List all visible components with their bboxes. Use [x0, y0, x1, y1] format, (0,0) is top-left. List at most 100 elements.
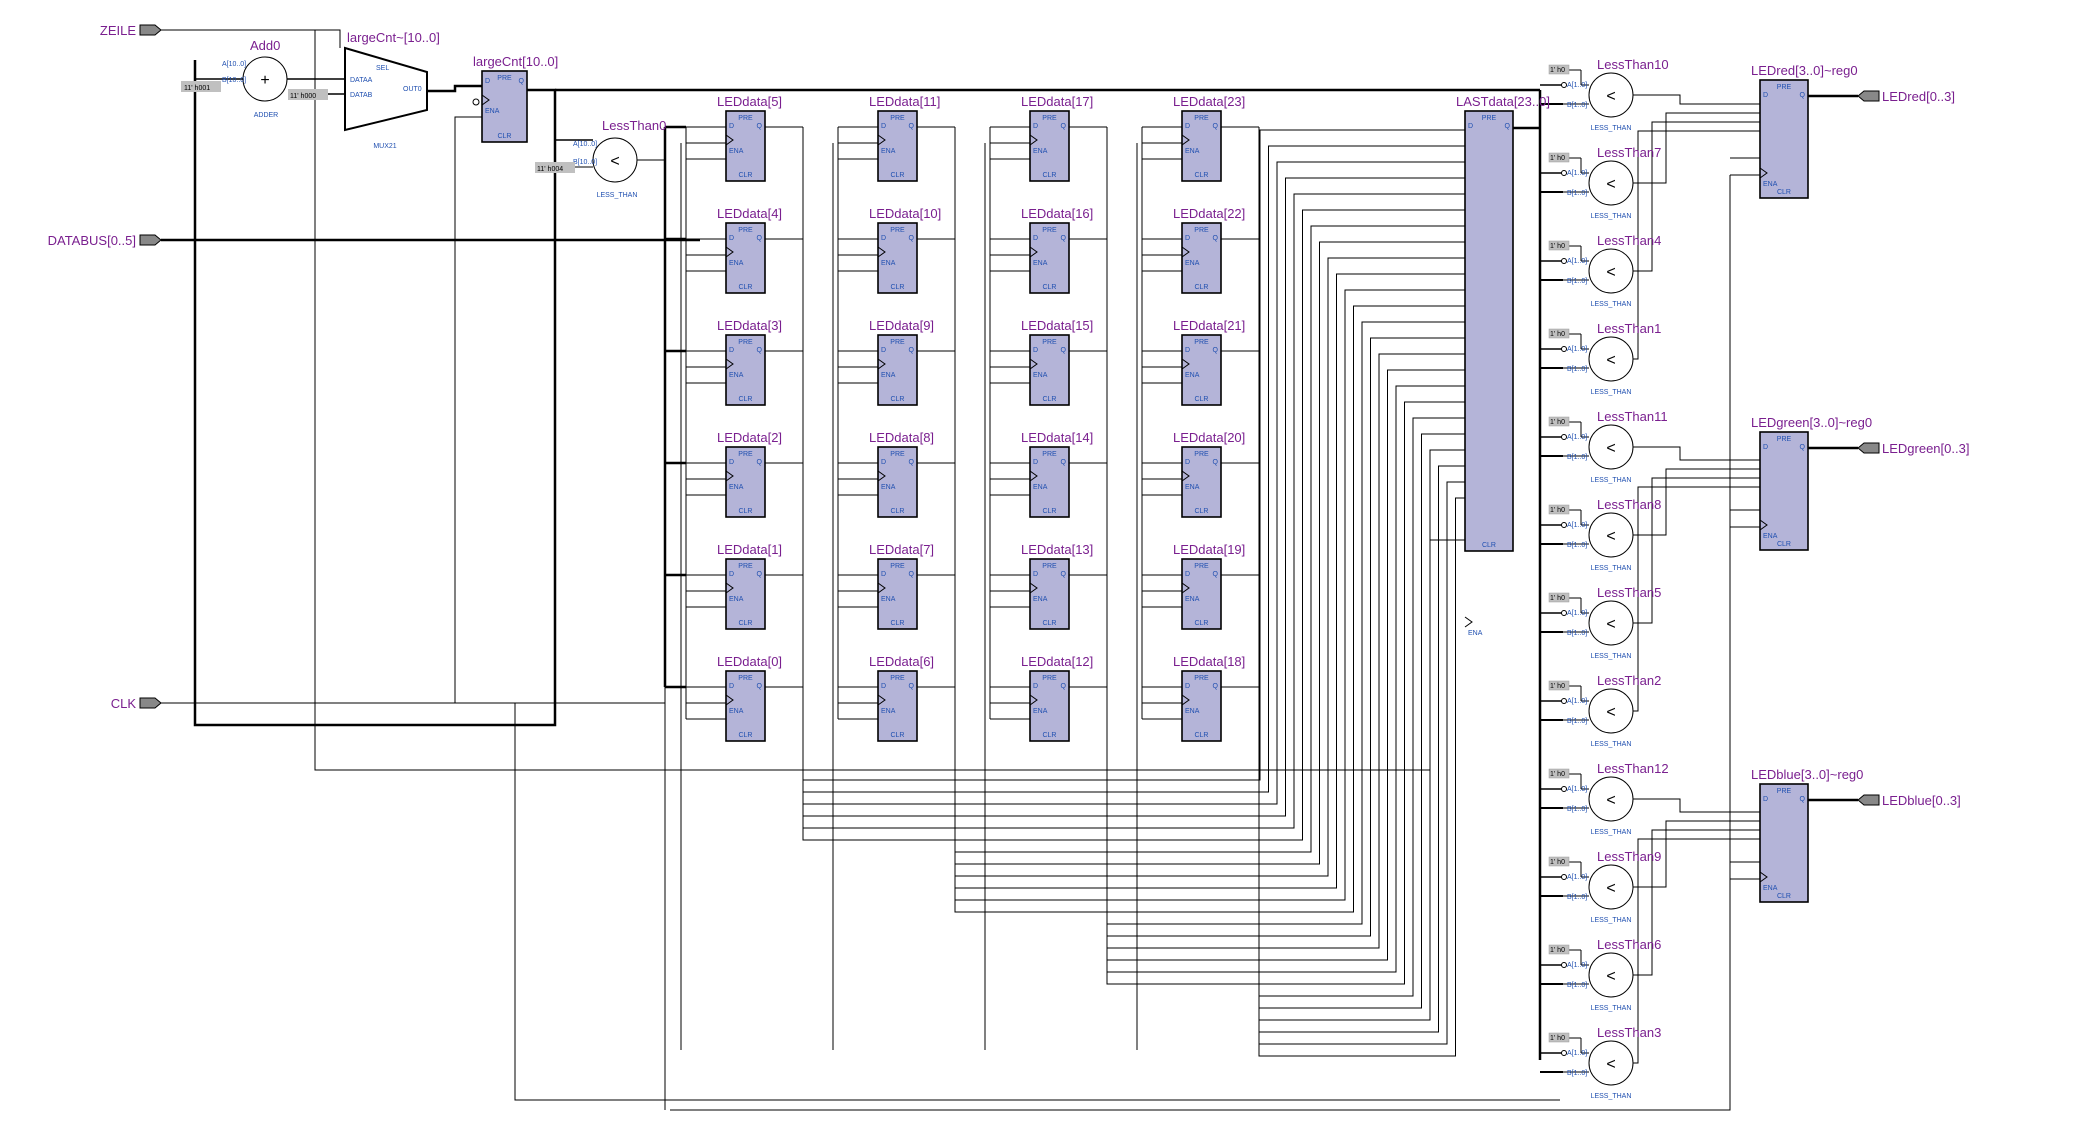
lessthan0-type: LESS_THAN	[597, 192, 638, 199]
ledreg-LEDdata3-q: Q	[757, 347, 763, 354]
cmp-lessthan7-a: A[1..0]	[1567, 170, 1587, 177]
ledreg-LEDdata23-name: LEDdata[23]	[1173, 94, 1245, 109]
cmp-lessthan3-sym: <	[1606, 1056, 1615, 1073]
ledreg-LEDdata21	[1181, 334, 1222, 406]
ledred-reg-clr: CLR	[1777, 189, 1791, 196]
cmp-lessthan10-type: LESS_THAN	[1591, 125, 1632, 132]
cmp-lessthan1-sym: <	[1606, 352, 1615, 369]
cmp-lessthan9-const	[1548, 856, 1570, 867]
clk-bottom	[514, 703, 1560, 1101]
ledreg-LEDdata10-ena: ENA	[881, 260, 896, 267]
cmp-lessthan12	[1588, 776, 1634, 822]
cmp-lessthan2-b: B[1..0]	[1567, 718, 1587, 725]
wire-layer	[161, 29, 1858, 1111]
cmp-lessthan2-type: LESS_THAN	[1591, 741, 1632, 748]
ledred-reg-clk	[1759, 167, 1768, 179]
ledreg-LEDdata5-clk	[725, 134, 734, 146]
ledred-reg	[1759, 79, 1809, 199]
ledreg-LEDdata2-clr: CLR	[738, 508, 752, 515]
ledreg-LEDdata14-clk	[1029, 470, 1038, 482]
cmp-lessthan4-a: A[1..0]	[1567, 258, 1587, 265]
ledreg-LEDdata11-q: Q	[909, 123, 915, 130]
cmp-out-8	[1633, 798, 1760, 813]
ledblue-reg	[1759, 783, 1809, 903]
cmp-out-9	[1633, 820, 1760, 888]
cmp-lessthan7-b: B[1..0]	[1567, 190, 1587, 197]
ledreg-LEDdata19-ena: ENA	[1185, 596, 1200, 603]
largecnt-reg-pre: PRE	[497, 75, 512, 82]
cmp-lessthan8-b: B[1..0]	[1567, 542, 1587, 549]
ledreg-LEDdata5-q: Q	[757, 123, 763, 130]
lastdata-reg-clk	[1464, 616, 1473, 628]
cmp-out-5	[1633, 468, 1760, 536]
cmp-lessthan9-a: A[1..0]	[1567, 874, 1587, 881]
cmp-lessthan2-const-label: 1' h0	[1550, 683, 1565, 690]
ledreg-LEDdata1-name: LEDdata[1]	[717, 542, 782, 557]
clk-pin	[139, 697, 162, 709]
cmp-lessthan9-b: B[1..0]	[1567, 894, 1587, 901]
cmp-lessthan11-type: LESS_THAN	[1591, 477, 1632, 484]
ledreg-LEDdata0-d: D	[729, 683, 734, 690]
cmp-lessthan4-b: B[1..0]	[1567, 278, 1587, 285]
cmp-lessthan11-b: B[1..0]	[1567, 454, 1587, 461]
ledreg-LEDdata14-pre: PRE	[1042, 451, 1057, 458]
ledreg-LEDdata20-clr: CLR	[1194, 508, 1208, 515]
ledreg-LEDdata20-clk	[1181, 470, 1190, 482]
cmp-lessthan12-sym: <	[1606, 792, 1615, 809]
ledreg-LEDdata3-ena: ENA	[729, 372, 744, 379]
ledreg-LEDdata21-name: LEDdata[21]	[1173, 318, 1245, 333]
ledreg-LEDdata19-pre: PRE	[1194, 563, 1209, 570]
ledreg-LEDdata13-ena: ENA	[1033, 596, 1048, 603]
ledreg-LEDdata18-name: LEDdata[18]	[1173, 654, 1245, 669]
ledreg-LEDdata16-q: Q	[1061, 235, 1067, 242]
ledreg-LEDdata15-q: Q	[1061, 347, 1067, 354]
ledreg-LEDdata18-ena: ENA	[1185, 708, 1200, 715]
ledreg-LEDdata8-clr: CLR	[890, 508, 904, 515]
cmp-lessthan11-a: A[1..0]	[1567, 434, 1587, 441]
mux-dataa: DATAA	[350, 77, 373, 84]
cmp-lessthan4-bubble	[1561, 258, 1567, 264]
ledreg-LEDdata8-pre: PRE	[890, 451, 905, 458]
cmp-lessthan2-const	[1548, 680, 1570, 691]
ledreg-LEDdata9-clr: CLR	[890, 396, 904, 403]
ledreg-LEDdata22	[1181, 222, 1222, 294]
lastdata-reg-name: LASTdata[23..0]	[1456, 94, 1550, 109]
ledreg-LEDdata17-ena: ENA	[1033, 148, 1048, 155]
cmp-lessthan5	[1588, 600, 1634, 646]
mux-out: OUT0	[403, 86, 422, 93]
ledreg-LEDdata20-d: D	[1185, 459, 1190, 466]
ledreg-LEDdata23-q: Q	[1213, 123, 1219, 130]
lessthan0-const	[535, 162, 575, 173]
ledreg-LEDdata3-name: LEDdata[3]	[717, 318, 782, 333]
ledreg-LEDdata23	[1181, 110, 1222, 182]
ledreg-LEDdata19-q: Q	[1213, 571, 1219, 578]
ledreg-LEDdata14-d: D	[1033, 459, 1038, 466]
cmp-lessthan6-sym: <	[1606, 968, 1615, 985]
cmp-lessthan5-b: B[1..0]	[1567, 630, 1587, 637]
ledreg-LEDdata14-q: Q	[1061, 459, 1067, 466]
ledgreen-reg-name: LEDgreen[3..0]~reg0	[1751, 415, 1872, 430]
cmp-lessthan6-a: A[1..0]	[1567, 962, 1587, 969]
largecnt-reg-clk	[481, 94, 490, 106]
ledreg-LEDdata19	[1181, 558, 1222, 630]
ledreg-LEDdata18	[1181, 670, 1222, 742]
ledreg-LEDdata18-clr: CLR	[1194, 732, 1208, 739]
cmp-lessthan7-bubble	[1561, 170, 1567, 176]
cmp-lessthan8-name: LessThan8	[1597, 497, 1661, 512]
ledreg-LEDdata22-ena: ENA	[1185, 260, 1200, 267]
ledgreen-reg	[1759, 431, 1809, 551]
ledreg-LEDdata2-pre: PRE	[738, 451, 753, 458]
ledreg-LEDdata21-d: D	[1185, 347, 1190, 354]
ledreg-LEDdata1-q: Q	[757, 571, 763, 578]
largecnt-reg-clr: CLR	[497, 133, 511, 140]
out-clk-trunk	[670, 175, 1731, 1111]
ledreg-LEDdata6-d: D	[881, 683, 886, 690]
cmp-lessthan11-const-label: 1' h0	[1550, 419, 1565, 426]
cmp-lessthan10-const-label: 1' h0	[1550, 67, 1565, 74]
lessthan0-const-label: 11' h004	[537, 166, 563, 173]
databus-pin-label: DATABUS[0..5]	[48, 233, 136, 248]
cmp-lessthan12-type: LESS_THAN	[1591, 829, 1632, 836]
cmp-lessthan6-const	[1548, 944, 1570, 955]
